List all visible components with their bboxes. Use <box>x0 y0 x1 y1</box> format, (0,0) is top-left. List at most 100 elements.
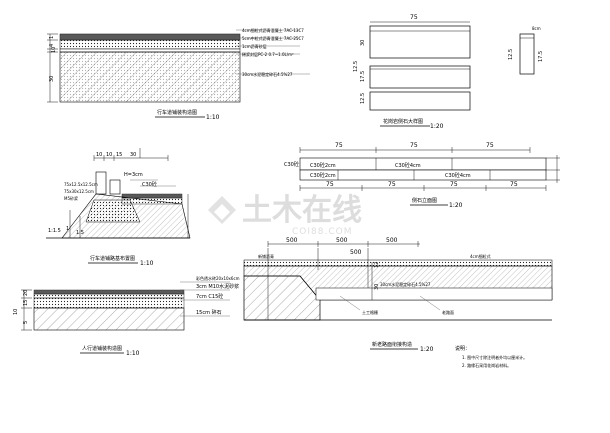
fig4-curb-row-1 <box>299 157 547 171</box>
fig3-dim-b: 10 <box>106 152 112 158</box>
fig4-top-dim-1: 75 <box>335 142 343 149</box>
watermark-text: 土木在线 <box>242 193 362 228</box>
fig6-caption: 新老路面衔接构造 <box>372 341 412 348</box>
fig2-dim-height: 30 <box>360 40 366 46</box>
fig6-layer-label-3: 30cm水泥稳定碎石4.5%27 <box>380 281 431 287</box>
fig3-curb-stone-2 <box>109 179 121 195</box>
fig6-top-dim-1: 500 <box>286 237 298 244</box>
fig4-bottom-dim-1: 75 <box>326 181 334 188</box>
fig1-layer-label-5: 30cm水泥稳定碎石4.5%27 <box>242 71 293 77</box>
fig3-scale: 1:10 <box>140 260 154 267</box>
fig6-surface-layer <box>243 259 553 267</box>
fig1-layer-label-2: 5cm中粒式沥青混凝土 7AC-25C7 <box>242 35 304 41</box>
fig1-pavement-structure: 1 4 10 30 4cm细粒式沥青混凝土 7AC-13C7 5cm中粒式沥青混… <box>47 27 310 121</box>
fig6-note-1: 土工格栅 <box>362 309 378 315</box>
fig3-dim-h: H=3cm <box>124 172 143 178</box>
fig4-top-dim-3: 75 <box>486 142 494 149</box>
fig2-dim-f: 17.5 <box>538 51 544 62</box>
fig1-layer-label-4: 稀浆封层PC-2 0.7~1.0L/m² <box>242 51 294 57</box>
fig3-side-label-1: 75x12.5x12.5cm <box>64 182 98 187</box>
watermark-logo-icon <box>208 196 236 224</box>
fig2-dim-width: 75 <box>410 14 418 21</box>
svg-text:500: 500 <box>350 249 362 256</box>
fig4-row-label-4: C30砼4cm <box>445 172 471 179</box>
fig6-joint-structure: 500 500 500 500 新铺沥青 4cm细粒式 30cm水泥稳定碎石4.… <box>243 237 553 353</box>
watermark-sub: COI88.COM <box>292 227 352 237</box>
fig2-dim-d: 17.5 <box>360 71 366 82</box>
fig1-dim-d: 30 <box>49 76 55 82</box>
fig2-dim-e: 12.5 <box>360 93 366 104</box>
fig5-sidewalk-structure: 20 15 5 10 彩色透水砖20x10x6cm 3cm M10水泥砂浆 7c… <box>13 275 240 357</box>
fig2-dim-g: 8cm <box>532 26 541 31</box>
fig4-scale: 1:20 <box>449 202 463 209</box>
fig1-layer-2 <box>59 39 241 50</box>
notes-item-2: 2. 路缘石采用花岗岩材料。 <box>462 362 511 368</box>
fig3-road-surface <box>121 193 183 199</box>
fig1-dim-c: 10 <box>51 47 57 53</box>
fig6-layer-label-1: 新铺沥青 <box>258 253 274 259</box>
fig2-side-section <box>519 33 535 75</box>
fig5-dim-a: 20 <box>23 290 29 296</box>
fig6-note-2: 老路面 <box>442 309 454 315</box>
fig5-layer-4 <box>33 307 185 331</box>
fig1-dim-b: 4 <box>49 44 55 47</box>
fig2-curb-detail: 75 30 12.5 17.5 12.5 17.5 8cm 12.5 花岗岩侧石… <box>353 14 544 130</box>
fig2-scale: 1:20 <box>430 123 444 130</box>
fig5-layer-1 <box>33 289 185 295</box>
fig4-curb-row-2 <box>299 169 547 181</box>
fig2-curb-elevation <box>369 25 471 59</box>
fig2-curb-plan <box>369 65 471 89</box>
fig6-old-pavement <box>243 275 321 321</box>
fig6-scale: 1:20 <box>420 346 434 353</box>
fig5-dim-b: 15 <box>23 300 29 306</box>
fig1-layer-label-3: 1cm沥青砂层 <box>242 43 267 49</box>
svg-text:1: 1 <box>66 226 69 232</box>
svg-text:C30砼: C30砼 <box>284 161 299 168</box>
fig3-caption: 行车道铺路基布置图 <box>90 255 135 262</box>
fig3-dim-c: 15 <box>116 152 122 158</box>
fig4-caption: 侧石立面图 <box>412 197 437 204</box>
fig5-caption: 人行道铺装构造图 <box>82 345 122 352</box>
fig1-caption: 行车道铺装构造图 <box>157 109 197 116</box>
fig6-side-dim-1: 12 <box>374 262 380 268</box>
fig2-caption: 花岗岩侧石大样图 <box>383 118 423 125</box>
fig4-bottom-dim-4: 75 <box>510 181 518 188</box>
fig3-dim-a: 10 <box>96 152 102 158</box>
fig4-bottom-dim-2: 75 <box>388 181 396 188</box>
fig6-side-dim-2: 30 <box>374 284 380 290</box>
svg-text:1.5: 1.5 <box>76 230 84 236</box>
fig3-side-label-2: 75x30x12.5cm <box>64 189 94 194</box>
fig2-dim-h: 12.5 <box>508 49 514 60</box>
fig5-layer-3 <box>33 297 185 309</box>
fig4-row-label-3: C30砼2cm <box>310 172 336 179</box>
watermark: 土木在线 COI88.COM <box>208 193 362 237</box>
fig5-layer-label-2: 3cm M10水泥砂浆 <box>196 283 239 290</box>
fig4-row-label-2: C30砼4cm <box>395 162 421 169</box>
fig2-dim-c: 12.5 <box>353 61 359 72</box>
notes-block: 说明： 1. 图中尺寸除注明者外均以厘米计。 2. 路缘石采用花岗岩材料。 <box>455 345 527 368</box>
fig2-curb-section <box>369 91 471 111</box>
notes-title: 说明： <box>455 345 470 352</box>
fig5-dim-d: 10 <box>13 309 19 315</box>
fig1-scale: 1:10 <box>206 114 220 121</box>
fig4-bottom-dim-3: 75 <box>450 181 458 188</box>
fig5-scale: 1:10 <box>126 350 140 357</box>
fig5-dim-c: 5 <box>23 321 29 324</box>
fig5-layer-label-3: 7cm C15砼 <box>196 293 223 300</box>
fig3-side-label-3: M5砂浆 <box>64 195 78 201</box>
fig6-top-dim-3: 500 <box>386 237 398 244</box>
svg-text:1:1.5: 1:1.5 <box>48 228 61 234</box>
fig1-layer-3 <box>59 48 241 53</box>
fig1-layer-top <box>59 33 241 41</box>
fig3-curb-layout: 10 10 15 30 H=3cm C30砼 75x12.5x12.5cm 75… <box>46 148 191 267</box>
fig6-layer-label-2: 4cm细粒式 <box>470 253 491 259</box>
fig3-dim-d: 30 <box>130 152 136 158</box>
fig4-top-dim-2: 75 <box>410 142 418 149</box>
notes-item-1: 1. 图中尺寸除注明者外均以厘米计。 <box>462 354 527 360</box>
fig6-top-dim-2: 500 <box>336 237 348 244</box>
fig5-layer-label-1: 彩色透水砖20x10x6cm <box>196 275 240 281</box>
fig4-row-label-1: C30砼2cm <box>310 162 336 169</box>
fig3-curb-stone <box>95 171 107 195</box>
fig1-dim-a: 1 <box>49 36 55 39</box>
